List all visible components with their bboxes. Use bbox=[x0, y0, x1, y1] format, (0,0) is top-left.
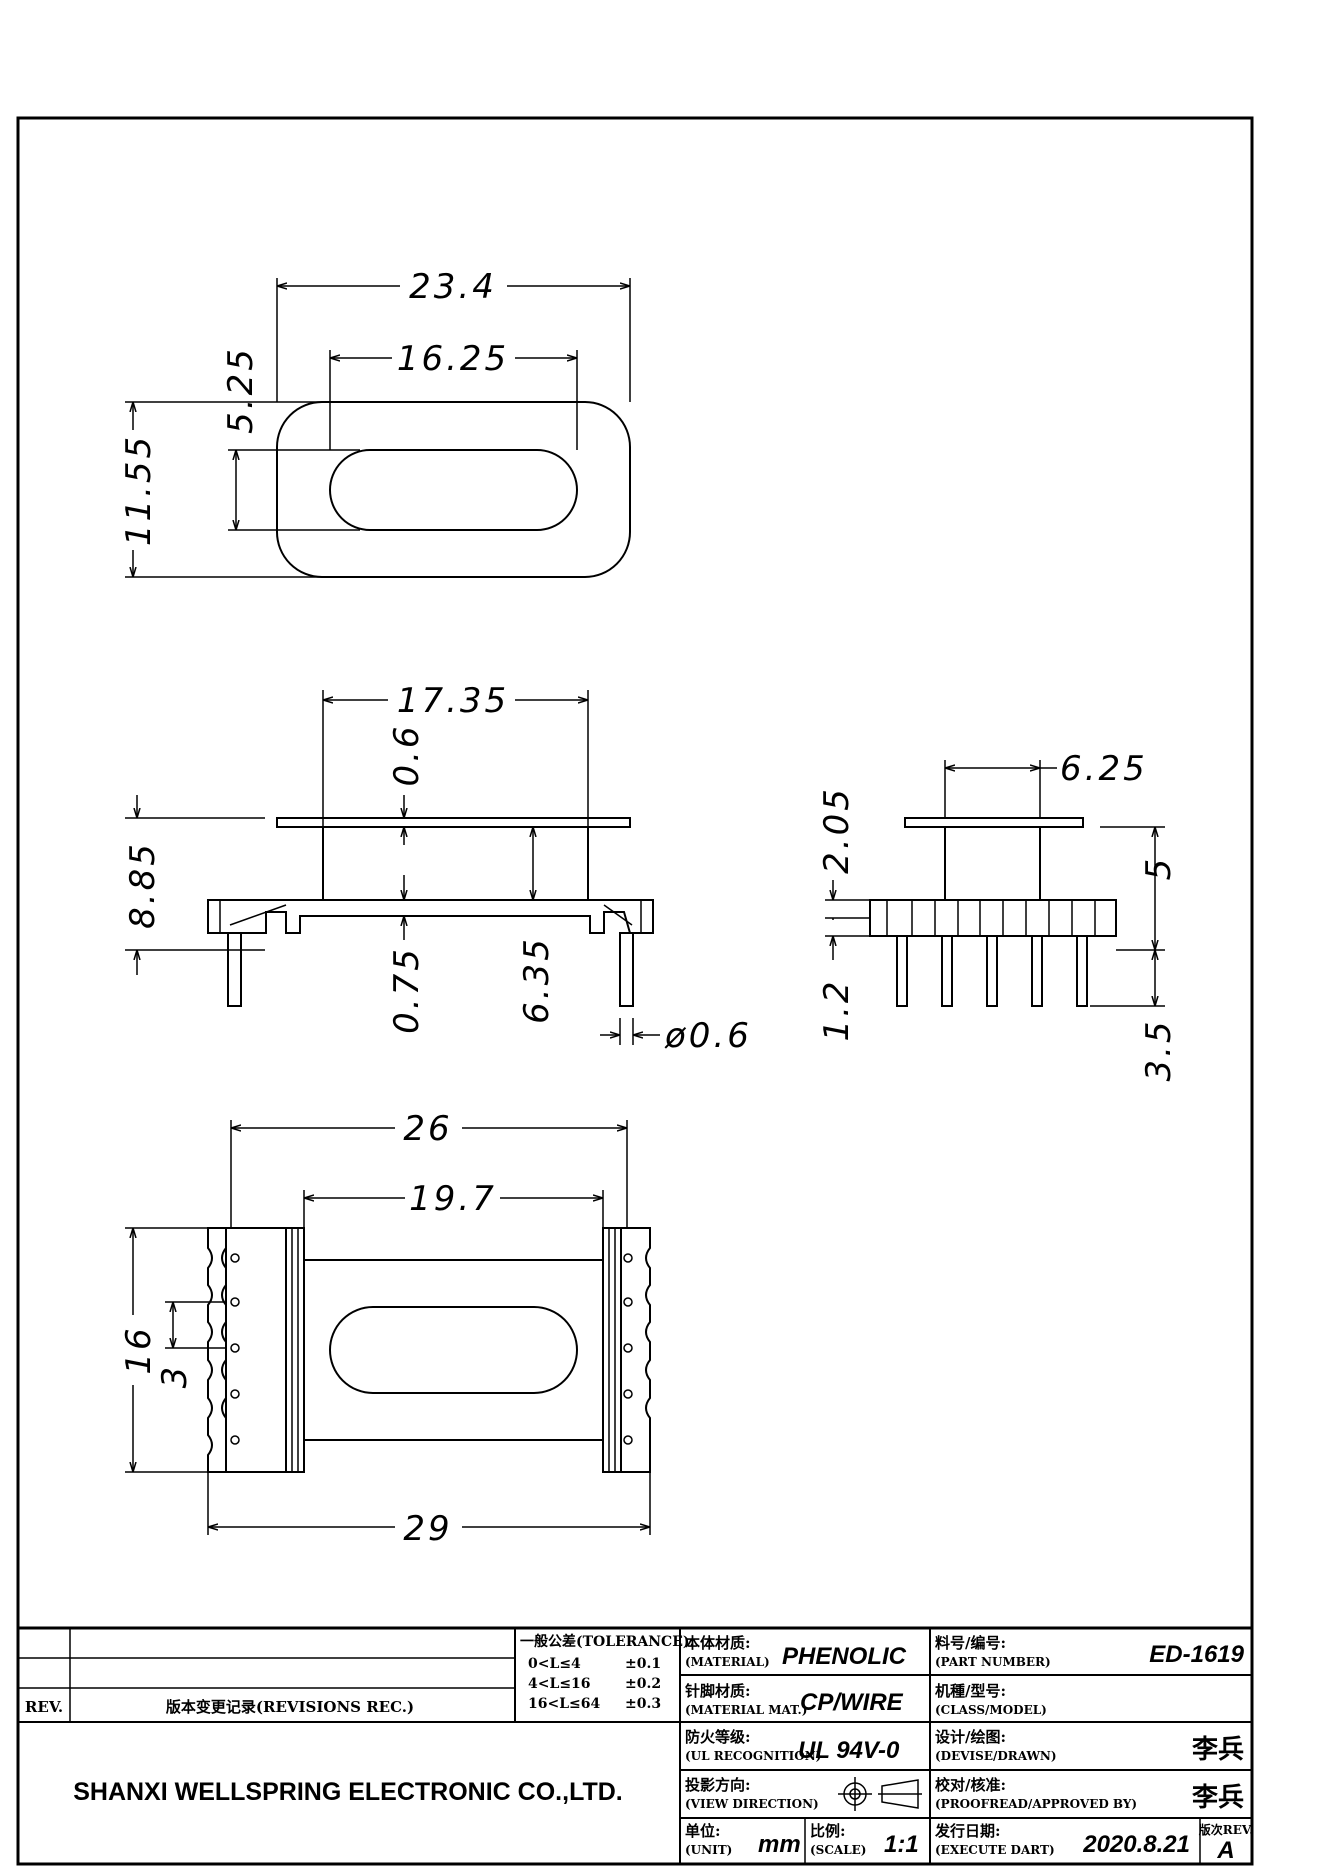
tolerance-value-3: ±0.3 bbox=[625, 1696, 661, 1712]
pin-material-value: CP/WIRE bbox=[800, 1689, 904, 1716]
dim-top-outer-height: 11.55 bbox=[119, 434, 159, 546]
top-view-window bbox=[329, 449, 578, 531]
dim-side-base-height: 1.2 bbox=[817, 978, 857, 1041]
top-view-outline bbox=[276, 401, 631, 578]
front-top-flange bbox=[276, 817, 631, 828]
dim-side-core-width: 6.25 bbox=[1060, 749, 1148, 789]
class-label-en: (CLASS/MODEL) bbox=[935, 1703, 1047, 1717]
drawn-label-en: (DEVISE/DRAWN) bbox=[935, 1749, 1057, 1763]
view-direction-label-cn: 投影方向: bbox=[685, 1776, 751, 1794]
dim-front-base-thickness: 0.75 bbox=[387, 946, 427, 1034]
part-number-label-cn: 料号/编号: bbox=[935, 1634, 1006, 1652]
bottom-window bbox=[329, 1306, 578, 1394]
unit-label-en: (UNIT) bbox=[685, 1843, 732, 1857]
view-direction-label-en: (VIEW DIRECTION) bbox=[685, 1797, 819, 1811]
material-label-cn: 本体材质: bbox=[685, 1634, 751, 1652]
material-label-en: (MATERIAL) bbox=[685, 1655, 770, 1669]
side-base bbox=[869, 899, 1117, 937]
bottom-left-wall bbox=[285, 1227, 305, 1473]
drawn-label-cn: 设计/绘图: bbox=[935, 1728, 1006, 1746]
side-pin-1 bbox=[896, 935, 908, 1007]
dim-bottom-pin-pitch: 3 bbox=[155, 1364, 195, 1389]
tolerance-range-1: 0<L≤4 bbox=[528, 1656, 581, 1672]
dim-top-inner-height: 5.25 bbox=[221, 346, 261, 434]
drawn-value: 李兵 bbox=[1191, 1735, 1244, 1765]
part-number-label-en: (PART NUMBER) bbox=[935, 1655, 1051, 1669]
rev-value: A bbox=[1216, 1837, 1234, 1864]
revisions-label: 版本变更记录(REVISIONS REC.) bbox=[166, 1698, 414, 1716]
dim-front-flange-width: 17.35 bbox=[397, 681, 509, 721]
dim-front-winding-height: 6.35 bbox=[517, 936, 557, 1024]
front-view: 17.35 0.6 8.85 0.75 6.35 ø0.6 bbox=[123, 681, 752, 1056]
side-pin-3 bbox=[986, 935, 998, 1007]
ul-label-cn: 防火等级: bbox=[685, 1728, 751, 1746]
scale-label-cn: 比例: bbox=[810, 1822, 846, 1840]
tolerance-title: 一般公差(TOLERANCE): bbox=[520, 1633, 695, 1650]
tolerance-value-1: ±0.1 bbox=[625, 1656, 661, 1672]
company-name: SHANXI WELLSPRING ELECTRONIC CO.,LTD. bbox=[73, 1778, 623, 1806]
bottom-right-wall bbox=[602, 1227, 622, 1473]
dim-bottom-depth: 16 bbox=[119, 1325, 159, 1374]
date-value: 2020.8.21 bbox=[1082, 1831, 1190, 1858]
dim-side-total: 5 bbox=[1139, 856, 1179, 881]
scale-label-en: (SCALE) bbox=[810, 1843, 866, 1857]
side-view: 6.25 2.05 1.2 5 3.5 bbox=[817, 749, 1179, 1082]
pin-material-label-cn: 针脚材质: bbox=[685, 1682, 751, 1700]
front-left-pin bbox=[227, 932, 242, 1007]
rev-label: REV. bbox=[25, 1698, 63, 1716]
side-top-flange bbox=[904, 817, 1084, 828]
dim-top-outer-width: 23.4 bbox=[409, 267, 497, 307]
front-right-pin bbox=[619, 932, 634, 1007]
approved-value: 李兵 bbox=[1191, 1783, 1244, 1813]
side-pin-5 bbox=[1076, 935, 1088, 1007]
approved-label-en: (PROOFREAD/APPROVED BY) bbox=[935, 1797, 1137, 1811]
dim-side-pin-length: 3.5 bbox=[1139, 1018, 1179, 1081]
title-block: REV. 版本变更记录(REVISIONS REC.) 一般公差(TOLERAN… bbox=[16, 1626, 1254, 1866]
bottom-right-flange bbox=[620, 1227, 651, 1473]
scale-value: 1:1 bbox=[884, 1831, 919, 1858]
top-view: 23.4 16.25 5.25 11.55 bbox=[119, 267, 631, 578]
tolerance-range-2: 4<L≤16 bbox=[528, 1676, 591, 1692]
date-label-en: (EXECUTE DART) bbox=[935, 1843, 1055, 1857]
projection-symbol-icon bbox=[838, 1777, 922, 1811]
dim-bottom-base-length: 29 bbox=[403, 1509, 452, 1549]
part-number-value: ED-1619 bbox=[1149, 1641, 1244, 1668]
approved-label-cn: 校对/核准: bbox=[935, 1776, 1006, 1794]
bottom-view: 26 19.7 16 3 29 bbox=[119, 1109, 651, 1549]
bottom-core-body bbox=[303, 1259, 604, 1441]
tolerance-range-3: 16<L≤64 bbox=[528, 1696, 601, 1712]
rev-cn-label: 版次REV. bbox=[1199, 1822, 1254, 1837]
side-pin-2 bbox=[941, 935, 953, 1007]
unit-label-cn: 单位: bbox=[685, 1822, 721, 1840]
dim-bottom-flange-span: 26 bbox=[403, 1109, 452, 1149]
side-pin-4 bbox=[1031, 935, 1043, 1007]
unit-value: mm bbox=[758, 1831, 801, 1858]
dim-front-pin-diameter: ø0.6 bbox=[664, 1016, 752, 1056]
class-label-cn: 机種/型号: bbox=[935, 1682, 1006, 1700]
pin-material-label-en: (MATERIAL MAT.) bbox=[685, 1703, 807, 1717]
date-label-cn: 发行日期: bbox=[934, 1822, 1001, 1840]
drawing-frame bbox=[16, 116, 1254, 1866]
bottom-left-flange bbox=[207, 1227, 227, 1473]
dim-top-inner-width: 16.25 bbox=[397, 339, 509, 379]
dim-bottom-inner-span: 19.7 bbox=[409, 1179, 497, 1219]
dim-front-flange-thickness: 0.6 bbox=[387, 723, 427, 786]
dim-side-winding-height: 2.05 bbox=[817, 786, 857, 874]
ul-label-en: (UL RECOGNITION) bbox=[685, 1749, 821, 1763]
dim-front-total-height: 8.85 bbox=[123, 841, 163, 929]
ul-value: UL 94V-0 bbox=[798, 1737, 900, 1764]
material-value: PHENOLIC bbox=[782, 1643, 907, 1670]
front-base bbox=[207, 899, 654, 934]
tolerance-value-2: ±0.2 bbox=[625, 1676, 661, 1692]
